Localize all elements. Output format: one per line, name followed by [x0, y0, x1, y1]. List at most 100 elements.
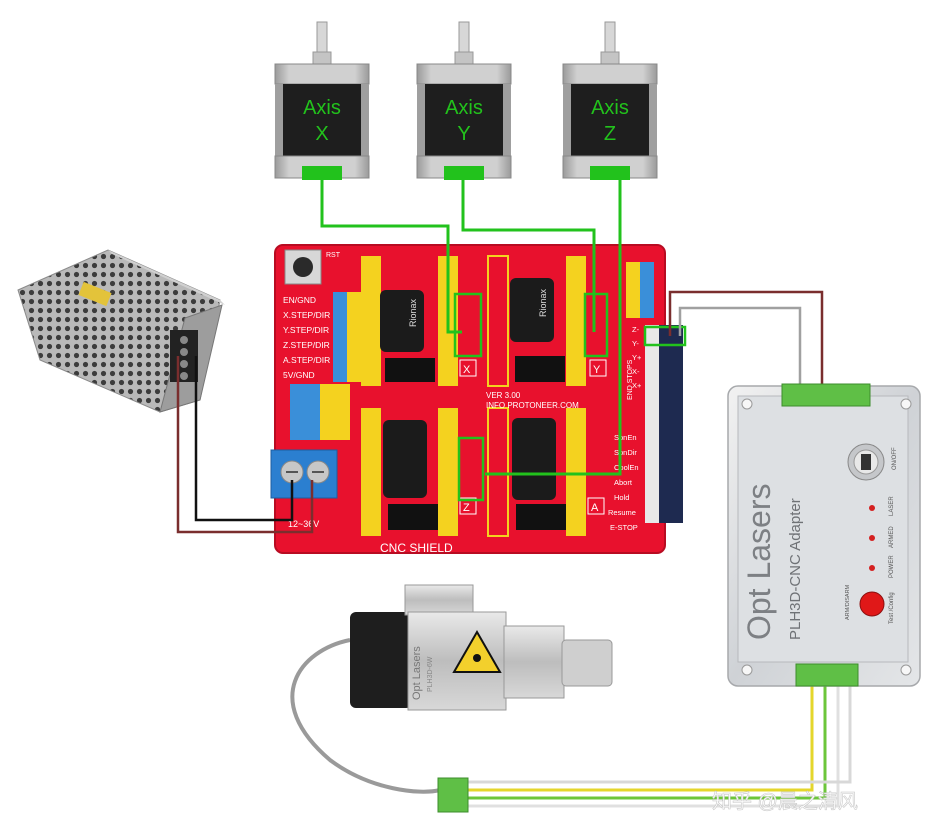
motor-label-line1: Axis — [591, 97, 629, 119]
adapter-top-connector — [781, 383, 871, 407]
control-label: Resume — [608, 508, 636, 517]
axis-marker-z: Z — [463, 502, 470, 514]
motor-label-line2: Z — [604, 123, 616, 145]
board-url: INFO PROTONEER.COM — [486, 401, 579, 410]
power-voltage-label: 12~36V — [288, 519, 319, 529]
wire-power-positive — [176, 356, 314, 534]
motor-connector — [302, 166, 342, 180]
axis-marker-x: X — [463, 364, 471, 376]
wire-brown — [668, 290, 824, 386]
adapter-model: PLH3D-CNC Adapter — [787, 498, 804, 640]
axis-marker: Y — [589, 359, 607, 377]
plh3d-cnc-adapter: Opt Lasers PLH3D-CNC Adapter ON/OFF LASE… — [727, 383, 921, 687]
switch-label: ON/OFF — [892, 447, 898, 470]
power-terminal[interactable] — [270, 449, 338, 499]
capacitor-brand: Rionax — [408, 298, 418, 327]
endstop-label: X+ — [632, 381, 642, 390]
driver-socket-z — [361, 408, 458, 536]
endstop-label: Y- — [632, 339, 639, 348]
control-label: Abort — [614, 478, 633, 487]
laser-cable-connector — [437, 777, 469, 813]
laser-head-brand: Opt Lasers — [411, 646, 423, 700]
wire-yellow — [445, 680, 814, 792]
z-driver-connector-highlight — [457, 436, 485, 502]
wire-power-negative — [194, 356, 294, 522]
control-label: E-STOP — [610, 523, 638, 532]
motor-label-line2: X — [315, 123, 328, 145]
control-label: CoolEn — [614, 463, 639, 472]
motor-wires — [320, 180, 622, 476]
wire-green — [445, 680, 827, 800]
power-wires — [176, 356, 314, 534]
driver-socket-x — [361, 256, 458, 386]
board-title: CNC SHIELD — [380, 541, 453, 555]
motor-label-line1: Axis — [445, 97, 483, 119]
pin-label: 5V/GND — [283, 370, 315, 380]
y-driver-connector-highlight — [583, 292, 609, 358]
control-label: Hold — [614, 493, 629, 502]
led-label: ARMED — [889, 526, 895, 548]
board-version: VER 3.00 — [486, 391, 521, 400]
control-label: SpnEn — [614, 433, 637, 442]
pin-label: A.STEP/DIR — [283, 355, 330, 365]
rst-label: RST — [326, 252, 341, 259]
pin-label: Y.STEP/DIR — [283, 325, 329, 335]
endstop-label: Z- — [632, 325, 640, 334]
cnc-shield-board: RST EN/GND X.STEP/DIR Y.STEP/DIR Z.STEP/… — [270, 244, 687, 555]
pin-label: Z.STEP/DIR — [283, 340, 330, 350]
pin-label: X.STEP/DIR — [283, 310, 330, 320]
motor-label-line2: Y — [457, 123, 470, 145]
led-power — [869, 565, 875, 571]
led-label: POWER — [889, 555, 895, 578]
axis-marker-y: Y — [593, 364, 601, 376]
laser-head: Opt Lasers PLH3D-6W — [290, 584, 613, 813]
axis-marker: X — [459, 359, 477, 377]
axis-marker: Z — [459, 497, 477, 515]
laser-cable — [445, 680, 852, 808]
motor-connector — [444, 166, 484, 180]
test-config-button[interactable] — [859, 591, 885, 617]
driver-socket-y — [487, 255, 586, 387]
pin-label: EN/GND — [283, 295, 316, 305]
key-switch[interactable] — [847, 443, 885, 481]
led-laser — [869, 505, 875, 511]
motor-label-line1: Axis — [303, 97, 341, 119]
power-supply — [17, 249, 225, 413]
endstop-label: X- — [632, 367, 640, 376]
end-stops-label: END STOPS — [627, 359, 634, 400]
axis-marker-a: A — [591, 502, 599, 514]
x-driver-connector-highlight — [453, 292, 483, 358]
adapter-brand: Opt Lasers — [741, 483, 777, 640]
wire-white — [445, 680, 840, 808]
wire-gray — [678, 306, 802, 386]
laser-head-model: PLH3D-6W — [427, 656, 434, 692]
wire-white-2 — [445, 680, 852, 784]
reset-button[interactable] — [284, 249, 322, 285]
led-label: LASER — [889, 496, 895, 516]
endstop-label: Y+ — [632, 353, 642, 362]
adapter-bottom-connector — [795, 663, 859, 687]
control-label: SpnDir — [614, 448, 637, 457]
z-endstop-highlight — [643, 325, 687, 347]
wire-motor-x — [320, 180, 462, 334]
wire-motor-y — [461, 180, 596, 332]
status-leds — [869, 505, 875, 571]
led-armed — [869, 535, 875, 541]
button-side-label: ARM/DISARM — [845, 584, 851, 620]
psu-terminal-block — [170, 330, 198, 382]
laser-warning-icon — [452, 629, 502, 673]
motor-connector — [590, 166, 630, 180]
watermark: 知乎 @晨之清风 — [712, 790, 858, 813]
capacitor-brand: Rionax — [538, 288, 548, 317]
control-pin-labels: SpnEn SpnDir CoolEn Abort Hold Resume E-… — [608, 433, 639, 532]
wire-motor-z — [485, 180, 622, 476]
left-pin-labels: EN/GND X.STEP/DIR Y.STEP/DIR Z.STEP/DIR … — [283, 295, 330, 380]
adapter-signal-wires — [668, 290, 824, 386]
right-header-strip — [626, 262, 683, 523]
button-label: Test /Config — [889, 592, 895, 624]
left-headers — [290, 292, 361, 440]
